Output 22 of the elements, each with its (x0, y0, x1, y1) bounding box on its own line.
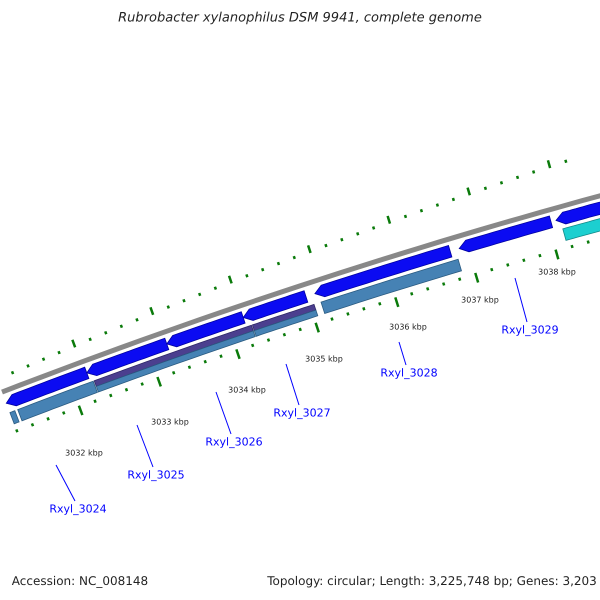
gene-label: Rxyl_3024 (49, 502, 107, 516)
leader-line (398, 342, 406, 366)
leader-line (514, 278, 528, 322)
leader-line (286, 364, 300, 406)
gene-label: Rxyl_3029 (501, 324, 559, 336)
position-label: 3036 kbp (389, 322, 427, 332)
gene-label: Rxyl_3027 (273, 406, 331, 420)
leader-line (136, 424, 154, 468)
position-label: 3037 kbp (461, 296, 499, 304)
position-label: 3035 kbp (305, 354, 343, 364)
leader-line (56, 464, 76, 502)
position-label: 3033 kbp (151, 418, 189, 426)
footer-text: Accession: NC_008148 (12, 574, 148, 588)
position-label: 3038 kbp (538, 268, 576, 276)
position-label: 3032 kbp (65, 448, 103, 458)
position-label: 3034 kbp (228, 386, 266, 394)
leader-line (216, 392, 232, 434)
gene-label: Rxyl_3025 (127, 468, 185, 482)
footer-text: Topology: circular; Length: 3,225,748 bp; Genes: 3,203 (267, 574, 597, 588)
gene-label: Rxyl_3028 (380, 366, 438, 380)
map-title: Rubrobacter xylanophilus DSM 9941, complete genome (118, 10, 482, 26)
gene-label: Rxyl_3026 (205, 436, 263, 448)
